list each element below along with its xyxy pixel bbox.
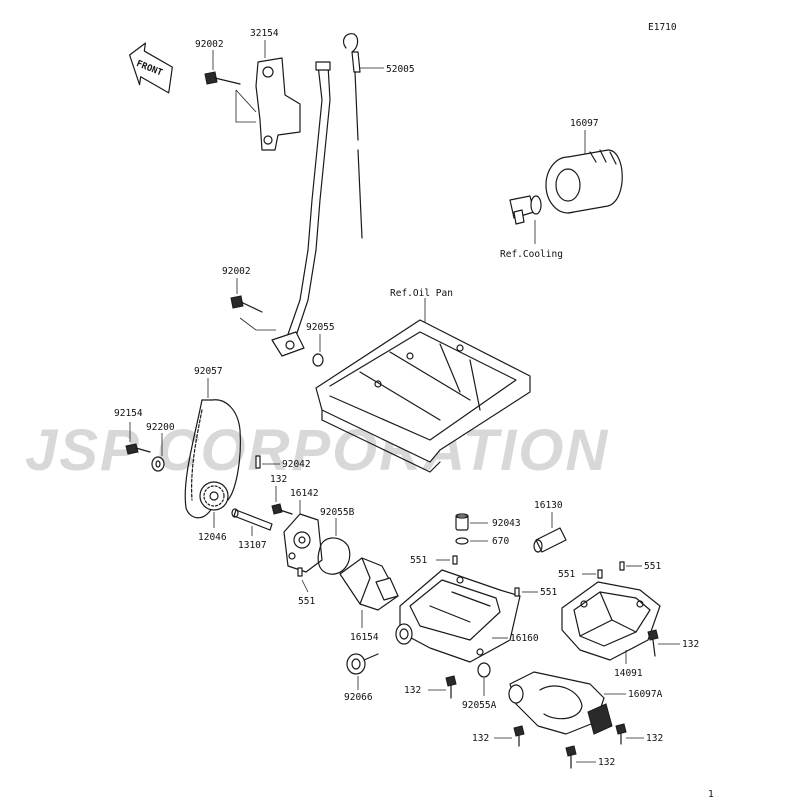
bracket-32154 [255,40,301,151]
oil-filler-tube [271,61,331,357]
strainer-16154 [339,557,399,628]
label-132-cover: 132 [682,639,699,650]
chain-92057 [184,378,241,519]
diagram-code: E1710 [648,22,677,33]
bolt-132-pump [271,486,293,515]
ref-oil-pan: Ref.Oil Pan [390,288,453,299]
label-16142: 16142 [290,488,319,499]
label-92055A: 92055A [462,700,497,711]
label-132-bottom: 132 [598,757,615,768]
label-16097: 16097 [570,118,599,129]
label-16097A: 16097A [628,689,663,700]
label-13107: 13107 [238,540,267,551]
label-12046: 12046 [198,532,227,543]
label-92042: 92042 [282,459,311,470]
label-132-body: 132 [404,685,421,696]
label-92055: 92055 [306,322,335,333]
label-551-body-right: 551 [540,587,557,598]
label-551-pump: 551 [298,596,315,607]
ref-cooling: Ref.Cooling [500,249,563,260]
pin-551-pump [297,567,309,593]
bolt-132-cover [647,629,680,657]
label-14091: 14091 [614,668,643,679]
pin-551-cover-right [619,561,642,571]
label-551-body-left: 551 [410,555,427,566]
pin-92042 [255,455,280,469]
label-92055B: 92055B [320,507,355,518]
dipstick-52005 [342,33,384,239]
label-132-lower-left: 132 [472,733,489,744]
bolt-92002-top [204,50,257,123]
label-92154: 92154 [114,408,143,419]
bolt-92002-mid [230,278,276,331]
bolt-92154 [125,422,151,455]
oil-pan [315,298,531,473]
page-mark: 1 [708,789,714,800]
label-16130: 16130 [534,500,563,511]
pump-body-16160 [395,569,521,663]
label-16160: 16160 [510,633,539,644]
sprocket-12046 [199,481,229,528]
bolt-132-lower-left [494,725,525,747]
label-52005: 52005 [386,64,415,75]
label-551-cover-left: 551 [558,569,575,580]
bolt-132-lower-right [615,723,644,745]
label-92002-top: 92002 [195,39,224,50]
oring-670 [455,537,488,545]
oil-filter-16097 [545,130,623,214]
filter-mount-16097A [508,671,626,735]
label-92066: 92066 [344,692,373,703]
pin-551-body-left [436,555,458,565]
front-arrow-icon: FRONT [129,42,173,94]
pin-92043 [455,513,488,531]
pin-551-cover-left [582,569,603,579]
label-132-pump: 132 [270,474,287,485]
label-16154: 16154 [350,632,379,643]
shaft-13107 [231,508,273,536]
label-92043: 92043 [492,518,521,529]
oil-pump-16142 [283,500,323,573]
fitting-92066 [346,653,379,690]
pin-551-body-right [514,587,538,597]
watermark: JSP CORPORATION [25,418,609,483]
label-92200: 92200 [146,422,175,433]
bolt-132-bottom [565,745,596,769]
label-551-cover-right: 551 [644,561,661,572]
cover-14091 [561,581,661,664]
cooling-fitting [509,195,542,244]
oring-92055B [317,518,351,575]
label-670: 670 [492,536,509,547]
label-32154: 32154 [250,28,279,39]
oring-92055 [312,334,324,367]
bolt-132-body [428,675,457,699]
pressure-switch-16130 [533,512,567,553]
label-92002-mid: 92002 [222,266,251,277]
label-92057: 92057 [194,366,223,377]
oring-92055A [477,662,491,696]
washer-92200 [151,433,165,472]
label-132-lower-right: 132 [646,733,663,744]
